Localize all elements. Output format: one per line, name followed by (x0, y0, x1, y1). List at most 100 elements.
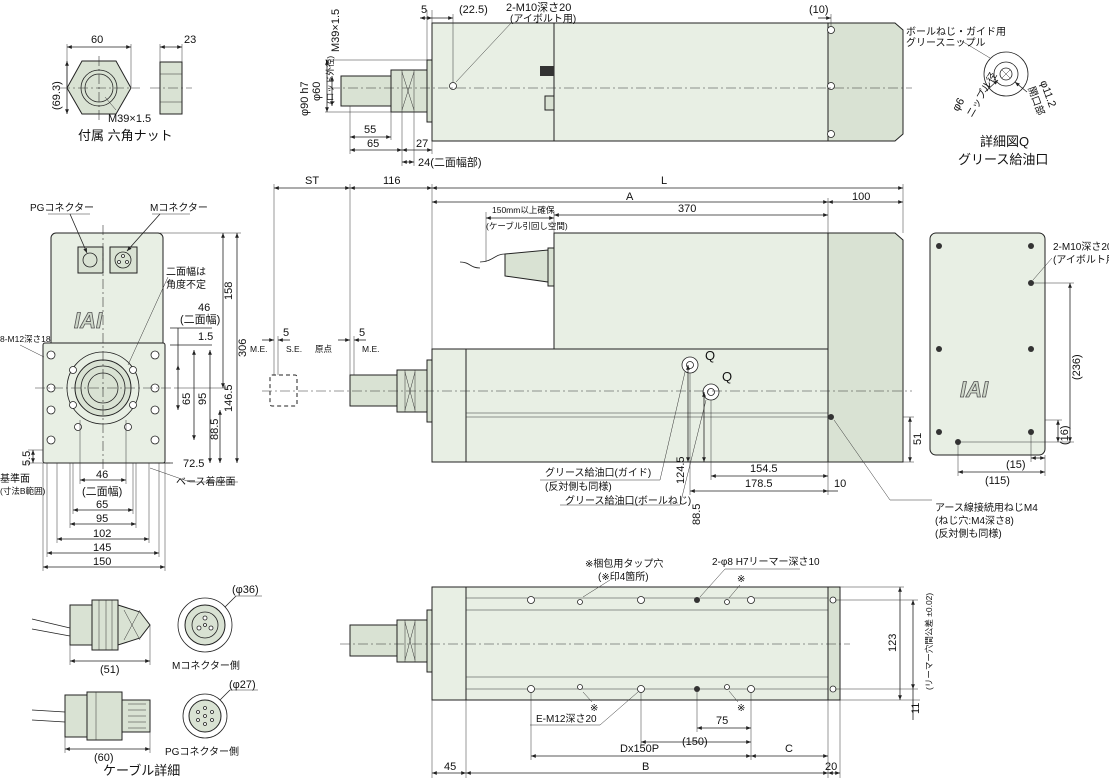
rear-dim-236: (236) (1071, 354, 1083, 380)
cable-detail: (51) (φ36) (60) (φ27) Mコネクター側 PGコネクター側 ケ… (31, 584, 262, 778)
side-dim-5-right: 5 (359, 327, 365, 339)
bottom-dim-123: 123 (887, 634, 899, 652)
front-dim-flats-top: (二面幅) (180, 313, 220, 326)
detail-q-nipple-dia: φ6 (950, 96, 967, 113)
bottom-reamer-tolerance: (リーマー穴間公差 ±0.02) (924, 593, 934, 690)
side-q-lower: Q (722, 369, 732, 384)
front-dim-65v: 65 (181, 393, 193, 405)
front-dim-145: 145 (93, 542, 111, 554)
front-dim-1-5: 1.5 (198, 331, 213, 343)
cable-pg-length: (60) (94, 752, 114, 764)
front-flats-note-2: 角度不定 (166, 278, 206, 291)
rear-dim-16: (16) (1059, 425, 1071, 445)
rear-ground-thread: (ねじ穴:M4深さ8) (935, 514, 1014, 527)
hex-nut-view: 60 23 (69.3) M39×1.5 付属 六角ナット (51, 34, 196, 143)
bottom-packing-tap: ※梱包用タップ穴 (585, 557, 663, 570)
bottom-dim-20: 20 (825, 761, 837, 773)
top-dim-55: 55 (364, 124, 376, 136)
rear-logo: IAI (960, 377, 989, 402)
side-dim-100: 100 (852, 191, 870, 203)
bottom-view: ※梱包用タップ穴 (※印4箇所) 2-φ8 H7リーマー深さ10 ※ ※ ※ E… (340, 556, 934, 778)
bottom-dim-75: 75 (716, 715, 728, 727)
nut-thickness-dim: 23 (184, 34, 196, 46)
side-me-left: M.E. (250, 344, 267, 354)
side-se: S.E. (286, 344, 302, 354)
side-dim-88-5: 88.5 (691, 504, 703, 525)
front-dim-88-5: 88.5 (209, 419, 221, 440)
bottom-dim-150: (150) (682, 736, 708, 748)
detail-q-title: 詳細図Q (980, 134, 1029, 149)
nut-thread-dim: M39×1.5 (108, 113, 151, 125)
side-dim-124-5: 124.5 (675, 456, 687, 484)
top-dim-24: 24(二面幅部) (418, 155, 482, 169)
rear-eyebolt-thread: 2-M10深さ20 (1053, 241, 1109, 253)
top-rod-note: (ロッド外径) (325, 56, 335, 104)
front-dim-95v: 95 (197, 393, 209, 405)
top-flange-dia: φ90 h7 (299, 81, 311, 116)
rear-view: IAI 2-M10深さ20 (アイボルト用) (236) (16) (15) (… (929, 232, 1109, 540)
front-ref-surface: 基準面 (0, 472, 30, 485)
cable-m-side: Mコネクター側 (172, 659, 240, 672)
side-cable-space: 150mm以上確保 (492, 205, 555, 215)
top-dim-10: (10) (809, 4, 829, 16)
bottom-dim-dx150p: Dx150P (620, 743, 659, 755)
front-base-surface: ベース着座面 (176, 475, 236, 488)
top-rod-dia: φ60 (311, 82, 323, 101)
front-tap-label: 8-M12深さ18 (0, 334, 51, 344)
side-dim-a: A (626, 191, 634, 203)
front-dim-65h: 65 (96, 499, 108, 511)
side-dim-154-5: 154.5 (750, 463, 778, 475)
top-dim-27: 27 (416, 138, 428, 150)
cable-caption: ケーブル詳細 (103, 763, 180, 778)
side-dim-370: 370 (678, 203, 696, 215)
front-flats-note-1: 二面幅は (166, 265, 206, 278)
cable-pg-side: PGコネクター側 (165, 745, 239, 758)
side-dim-5-left: 5 (283, 327, 289, 339)
front-dim-46-top: 46 (198, 302, 210, 314)
top-dim-5: 5 (421, 4, 427, 16)
front-dim-flats-bottom: (二面幅) (82, 485, 122, 498)
side-dim-51: 51 (912, 433, 924, 445)
cable-m-dia: (φ36) (232, 584, 259, 596)
side-cable-space-note: (ケーブル引回し空間) (486, 221, 568, 231)
top-view: 5 (22.5) 2-M10深さ20 (アイボルト用) (10) M39×1.5… (299, 1, 912, 169)
nut-width-dim: 60 (91, 34, 103, 46)
nut-caption: 付属 六角ナット (78, 128, 173, 143)
bottom-dim-11: 11 (910, 703, 922, 714)
top-dim-22-5: (22.5) (459, 4, 488, 16)
rear-dim-115: (115) (985, 475, 1010, 487)
front-m-connector-label: Mコネクター (150, 202, 208, 214)
top-eyebolt-thread: 2-M10深さ20 (506, 1, 571, 14)
side-home: 原点 (315, 344, 333, 354)
front-dim-150: 150 (93, 556, 111, 568)
cable-m-length: (51) (100, 664, 120, 676)
bottom-mark-3: ※ (737, 703, 745, 714)
front-ref-range: (寸法B範囲) (0, 486, 46, 496)
front-pg-connector-label: PGコネクター (30, 202, 94, 214)
detail-q: ボールねじ・ガイド用 グリースニップル φ6 ニップル径 φ11.2 開口部 詳… (906, 26, 1058, 167)
rear-eyebolt-note: (アイボルト用) (1053, 254, 1109, 266)
bottom-tap-e: E-M12深さ20 (536, 713, 597, 725)
rear-dim-15: (15) (1006, 459, 1026, 471)
side-dim-l: L (661, 175, 667, 187)
side-grease-guide: グリース給油口(ガイド) (545, 466, 651, 479)
bottom-dim-45: 45 (444, 761, 456, 773)
side-grease-ballscrew: グリース給油口(ボールねじ) (565, 494, 691, 507)
front-dim-5-5: 5.5 (21, 451, 33, 466)
bottom-mark-2: ※ (590, 703, 598, 714)
bottom-mark-1: ※ (737, 574, 745, 585)
front-dim-146-5: 146.5 (223, 384, 235, 412)
side-dim-178-5: 178.5 (745, 478, 773, 490)
cable-pg-dia: (φ27) (229, 679, 256, 691)
detail-q-nipple-label: ニップル径 (963, 70, 999, 120)
detail-q-note-1: ボールねじ・ガイド用 (906, 26, 1006, 38)
top-eyebolt-note: (アイボルト用) (510, 13, 576, 25)
rear-ground-screw: アース線接続用ねじM4 (935, 501, 1038, 514)
front-dim-158: 158 (223, 282, 235, 300)
detail-q-note-2: グリースニップル (906, 36, 986, 49)
side-grease-guide-note: (反対側も同様) (545, 480, 612, 493)
side-view: ST 116 L A 370 100 5 5 150mm以上確保 (ケーブル引回… (250, 175, 932, 525)
front-dim-46-bottom: 46 (96, 469, 108, 481)
bottom-dim-c: C (785, 743, 793, 755)
side-dim-10: 10 (834, 478, 846, 490)
